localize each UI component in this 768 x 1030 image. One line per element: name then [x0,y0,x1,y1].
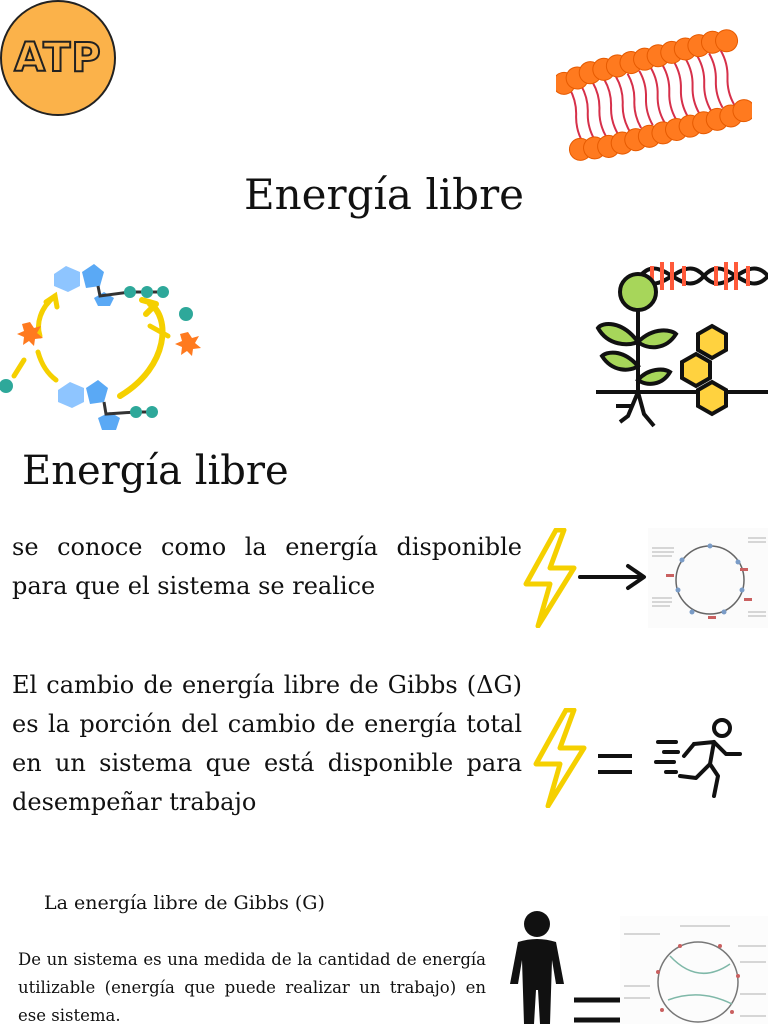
krebs-cycle-diagram [648,528,768,628]
lipid-bilayer-icon [556,22,752,172]
plant-dna-icon [592,256,768,434]
arrow-right-icon [578,562,648,592]
gibbs-heading: La energía libre de Gibbs (G) [44,892,325,914]
atp-label: ATP [13,34,102,82]
running-person-icon [654,716,746,804]
metabolic-pathway-diagram [620,916,768,1024]
gibbs-definition-paragraph: De un sistema es una medida de la cantid… [18,950,486,1025]
person-icon [504,910,570,1024]
atp-cycle-icon [0,256,210,434]
atp-badge: ATP [0,0,116,116]
section-heading: Energía libre [22,448,289,494]
lightning-icon [530,708,590,808]
lightning-icon [520,528,580,628]
gibbs-change-paragraph: El cambio de energía libre de Gibbs (ΔG)… [12,671,522,816]
equals-icon [596,752,636,776]
equals-icon [572,996,624,1024]
definition-paragraph: se conoce como la energía disponible par… [12,533,522,600]
page-title: Energía libre [243,170,525,219]
